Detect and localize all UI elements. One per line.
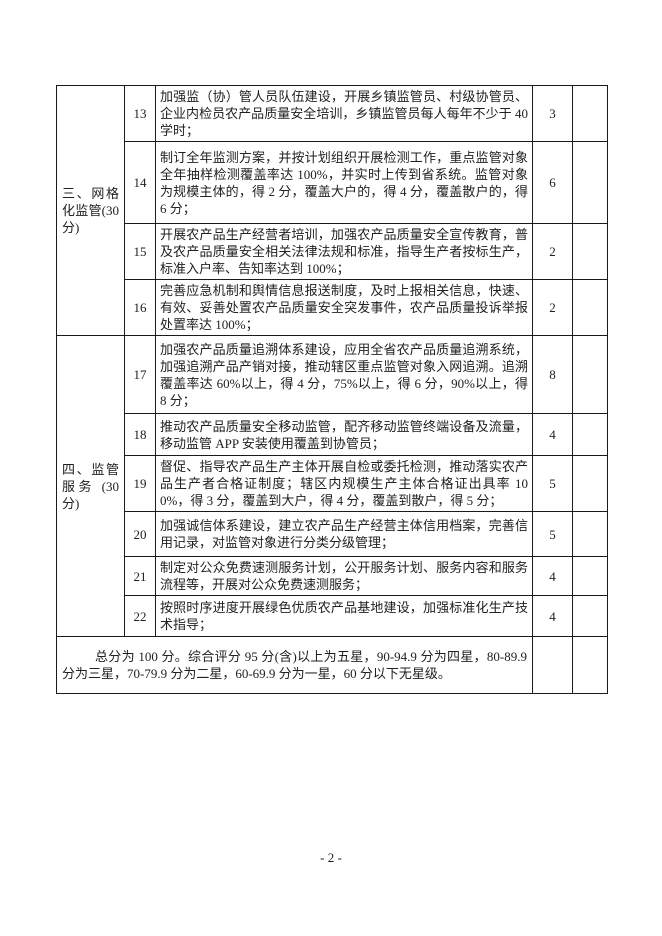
row-number: 21 xyxy=(124,556,156,596)
score-cell: 4 xyxy=(532,413,573,456)
score-cell: 4 xyxy=(532,595,573,637)
score-cell: 4 xyxy=(532,556,573,596)
summary-remark-cell xyxy=(572,636,608,694)
criteria-text: 按照时序进度开展绿色优质农产品基地建设，加强标准化生产技术指导； xyxy=(155,595,533,637)
table-row: 14 制订全年监测方案，并按计划组织开展检测工作，重点监管对象全年抽样检测覆盖率… xyxy=(57,141,608,224)
criteria-text: 制定对公众免费速测服务计划，公开服务计划、服务内容和服务流程等，开展对公众免费速… xyxy=(155,556,533,596)
table-row: 四、监管服务 (30分) 17 加强农产品质量追溯体系建设，应用全省农产品质量追… xyxy=(56,335,608,637)
page-number: - 2 - xyxy=(320,850,342,865)
score-cell: 8 xyxy=(532,335,573,414)
table-row: 21 制定对公众免费速测服务计划，公开服务计划、服务内容和服务流程等，开展对公众… xyxy=(57,556,608,596)
score-cell: 5 xyxy=(532,455,573,512)
summary-note: 总分为 100 分。综合评分 95 分(含)以上为五星，90-94.9 分为四星… xyxy=(56,636,533,694)
remark-cell xyxy=(572,223,608,280)
score-cell: 6 xyxy=(532,141,573,224)
summary-score-cell xyxy=(532,636,573,694)
remark-cell xyxy=(572,595,608,637)
row-number: 20 xyxy=(124,511,156,557)
row-number: 17 xyxy=(124,335,156,414)
remark-cell xyxy=(572,455,608,512)
criteria-text: 加强农产品质量追溯体系建设，应用全省农产品质量追溯系统，加强追溯产品产销对接，推… xyxy=(155,335,533,414)
remark-cell xyxy=(572,141,608,224)
table-row: 18 推动农产品质量安全移动监管，配齐移动监管终端设备及流量，移动监管 APP … xyxy=(57,413,608,456)
row-number: 16 xyxy=(124,279,156,336)
remark-cell xyxy=(572,413,608,456)
category-cell-grid-supervision: 三、网格化监管(30分) xyxy=(56,85,125,336)
table-row: 19 督促、指导农产品生产主体开展自检或委托检测，推动落实农产品生产者合格证制度… xyxy=(57,455,608,512)
evaluation-table: 三、网格化监管(30分) 13 加强监（协）管人员队伍建设，开展乡镇监管员、村级… xyxy=(56,85,608,694)
score-cell: 3 xyxy=(532,85,573,142)
remark-cell xyxy=(572,335,608,414)
row-number: 15 xyxy=(124,223,156,280)
remark-cell xyxy=(572,556,608,596)
criteria-text: 开展农产品生产经营者培训，加强农产品质量安全宣传教育，普及农产品质量安全相关法律… xyxy=(155,223,533,280)
criteria-text: 推动农产品质量安全移动监管，配齐移动监管终端设备及流量，移动监管 APP 安装使… xyxy=(155,413,533,456)
table-row: 22 按照时序进度开展绿色优质农产品基地建设，加强标准化生产技术指导； 4 xyxy=(57,595,608,637)
row-number: 19 xyxy=(124,455,156,512)
row-number: 13 xyxy=(124,85,156,142)
category-cell-supervision-service: 四、监管服务 (30分) xyxy=(56,335,125,637)
score-cell: 5 xyxy=(532,511,573,557)
row-number: 14 xyxy=(124,141,156,224)
remark-cell xyxy=(572,511,608,557)
table-row: 三、网格化监管(30分) 13 加强监（协）管人员队伍建设，开展乡镇监管员、村级… xyxy=(56,85,608,336)
table-row: 15 开展农产品生产经营者培训，加强农产品质量安全宣传教育，普及农产品质量安全相… xyxy=(57,223,608,280)
criteria-text: 加强诚信体系建设，建立农产品生产经营主体信用档案，完善信用记录，对监管对象进行分… xyxy=(155,511,533,557)
table-row: 16 完善应急机制和舆情信息报送制度，及时上报相关信息，快速、有效、妥善处置农产… xyxy=(57,279,608,336)
remark-cell xyxy=(572,85,608,142)
remark-cell xyxy=(572,279,608,336)
row-number: 22 xyxy=(124,595,156,637)
table-row: 20 加强诚信体系建设，建立农产品生产经营主体信用档案，完善信用记录，对监管对象… xyxy=(57,511,608,557)
criteria-text: 督促、指导农产品生产主体开展自检或委托检测，推动落实农产品生产者合格证制度；辖区… xyxy=(155,455,533,512)
score-cell: 2 xyxy=(532,223,573,280)
score-cell: 2 xyxy=(532,279,573,336)
summary-row: 总分为 100 分。综合评分 95 分(含)以上为五星，90-94.9 分为四星… xyxy=(56,636,608,694)
row-number: 18 xyxy=(124,413,156,456)
criteria-text: 加强监（协）管人员队伍建设，开展乡镇监管员、村级协管员、企业内检员农产品质量安全… xyxy=(155,85,533,142)
criteria-text: 完善应急机制和舆情信息报送制度，及时上报相关信息，快速、有效、妥善处置农产品质量… xyxy=(155,279,533,336)
criteria-text: 制订全年监测方案，并按计划组织开展检测工作，重点监管对象全年抽样检测覆盖率达 1… xyxy=(155,141,533,224)
